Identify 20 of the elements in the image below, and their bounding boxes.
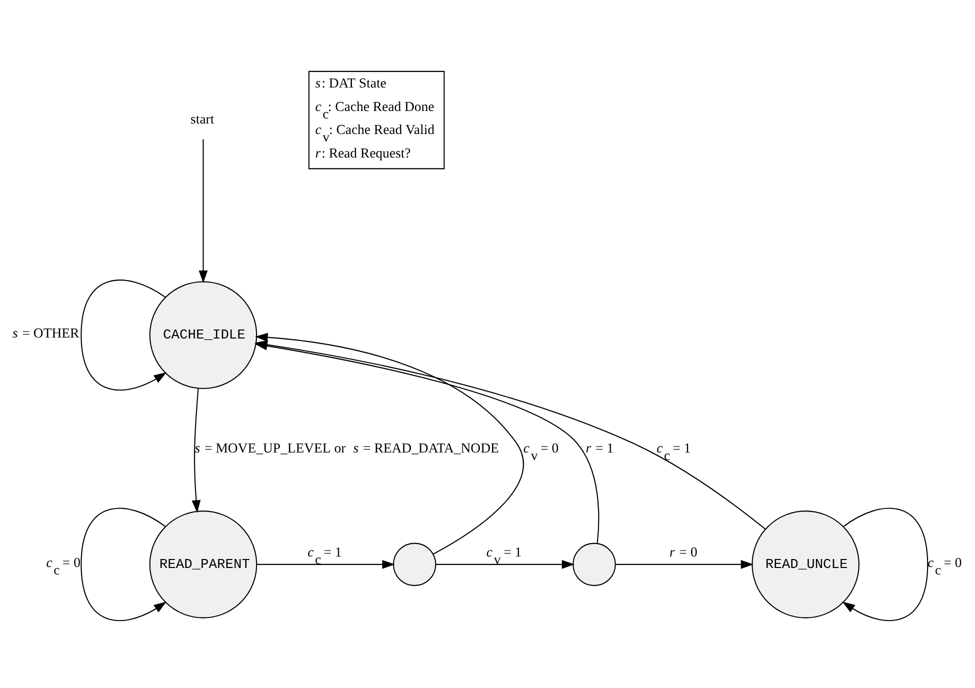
- arrow: [192, 388, 201, 513]
- edge-label: r = 0: [670, 544, 698, 560]
- edge-label: r = 1: [586, 440, 614, 456]
- node-text: start: [190, 112, 214, 127]
- node-circle: READ_UNCLE: [752, 510, 860, 618]
- arrow: [842, 508, 928, 622]
- edge-label: s = MOVE_UP_LEVEL or s = READ_DATA_NODE: [194, 440, 499, 456]
- node-circle: [572, 542, 616, 586]
- arrow: [198, 139, 208, 284]
- arrow: [616, 560, 754, 569]
- label: r: Read Request?: [315, 145, 411, 160]
- node-circle: CACHE_IDLE: [149, 281, 258, 390]
- arrow: [80, 508, 166, 622]
- arrow: [256, 560, 395, 569]
- arrow: [436, 560, 575, 569]
- node-circle: READ_PARENT: [149, 510, 258, 618]
- edge-label: s = OTHER: [12, 326, 80, 341]
- label: s: DAT State: [315, 76, 386, 91]
- node-circle: [392, 542, 436, 586]
- arrow: [80, 280, 167, 391]
